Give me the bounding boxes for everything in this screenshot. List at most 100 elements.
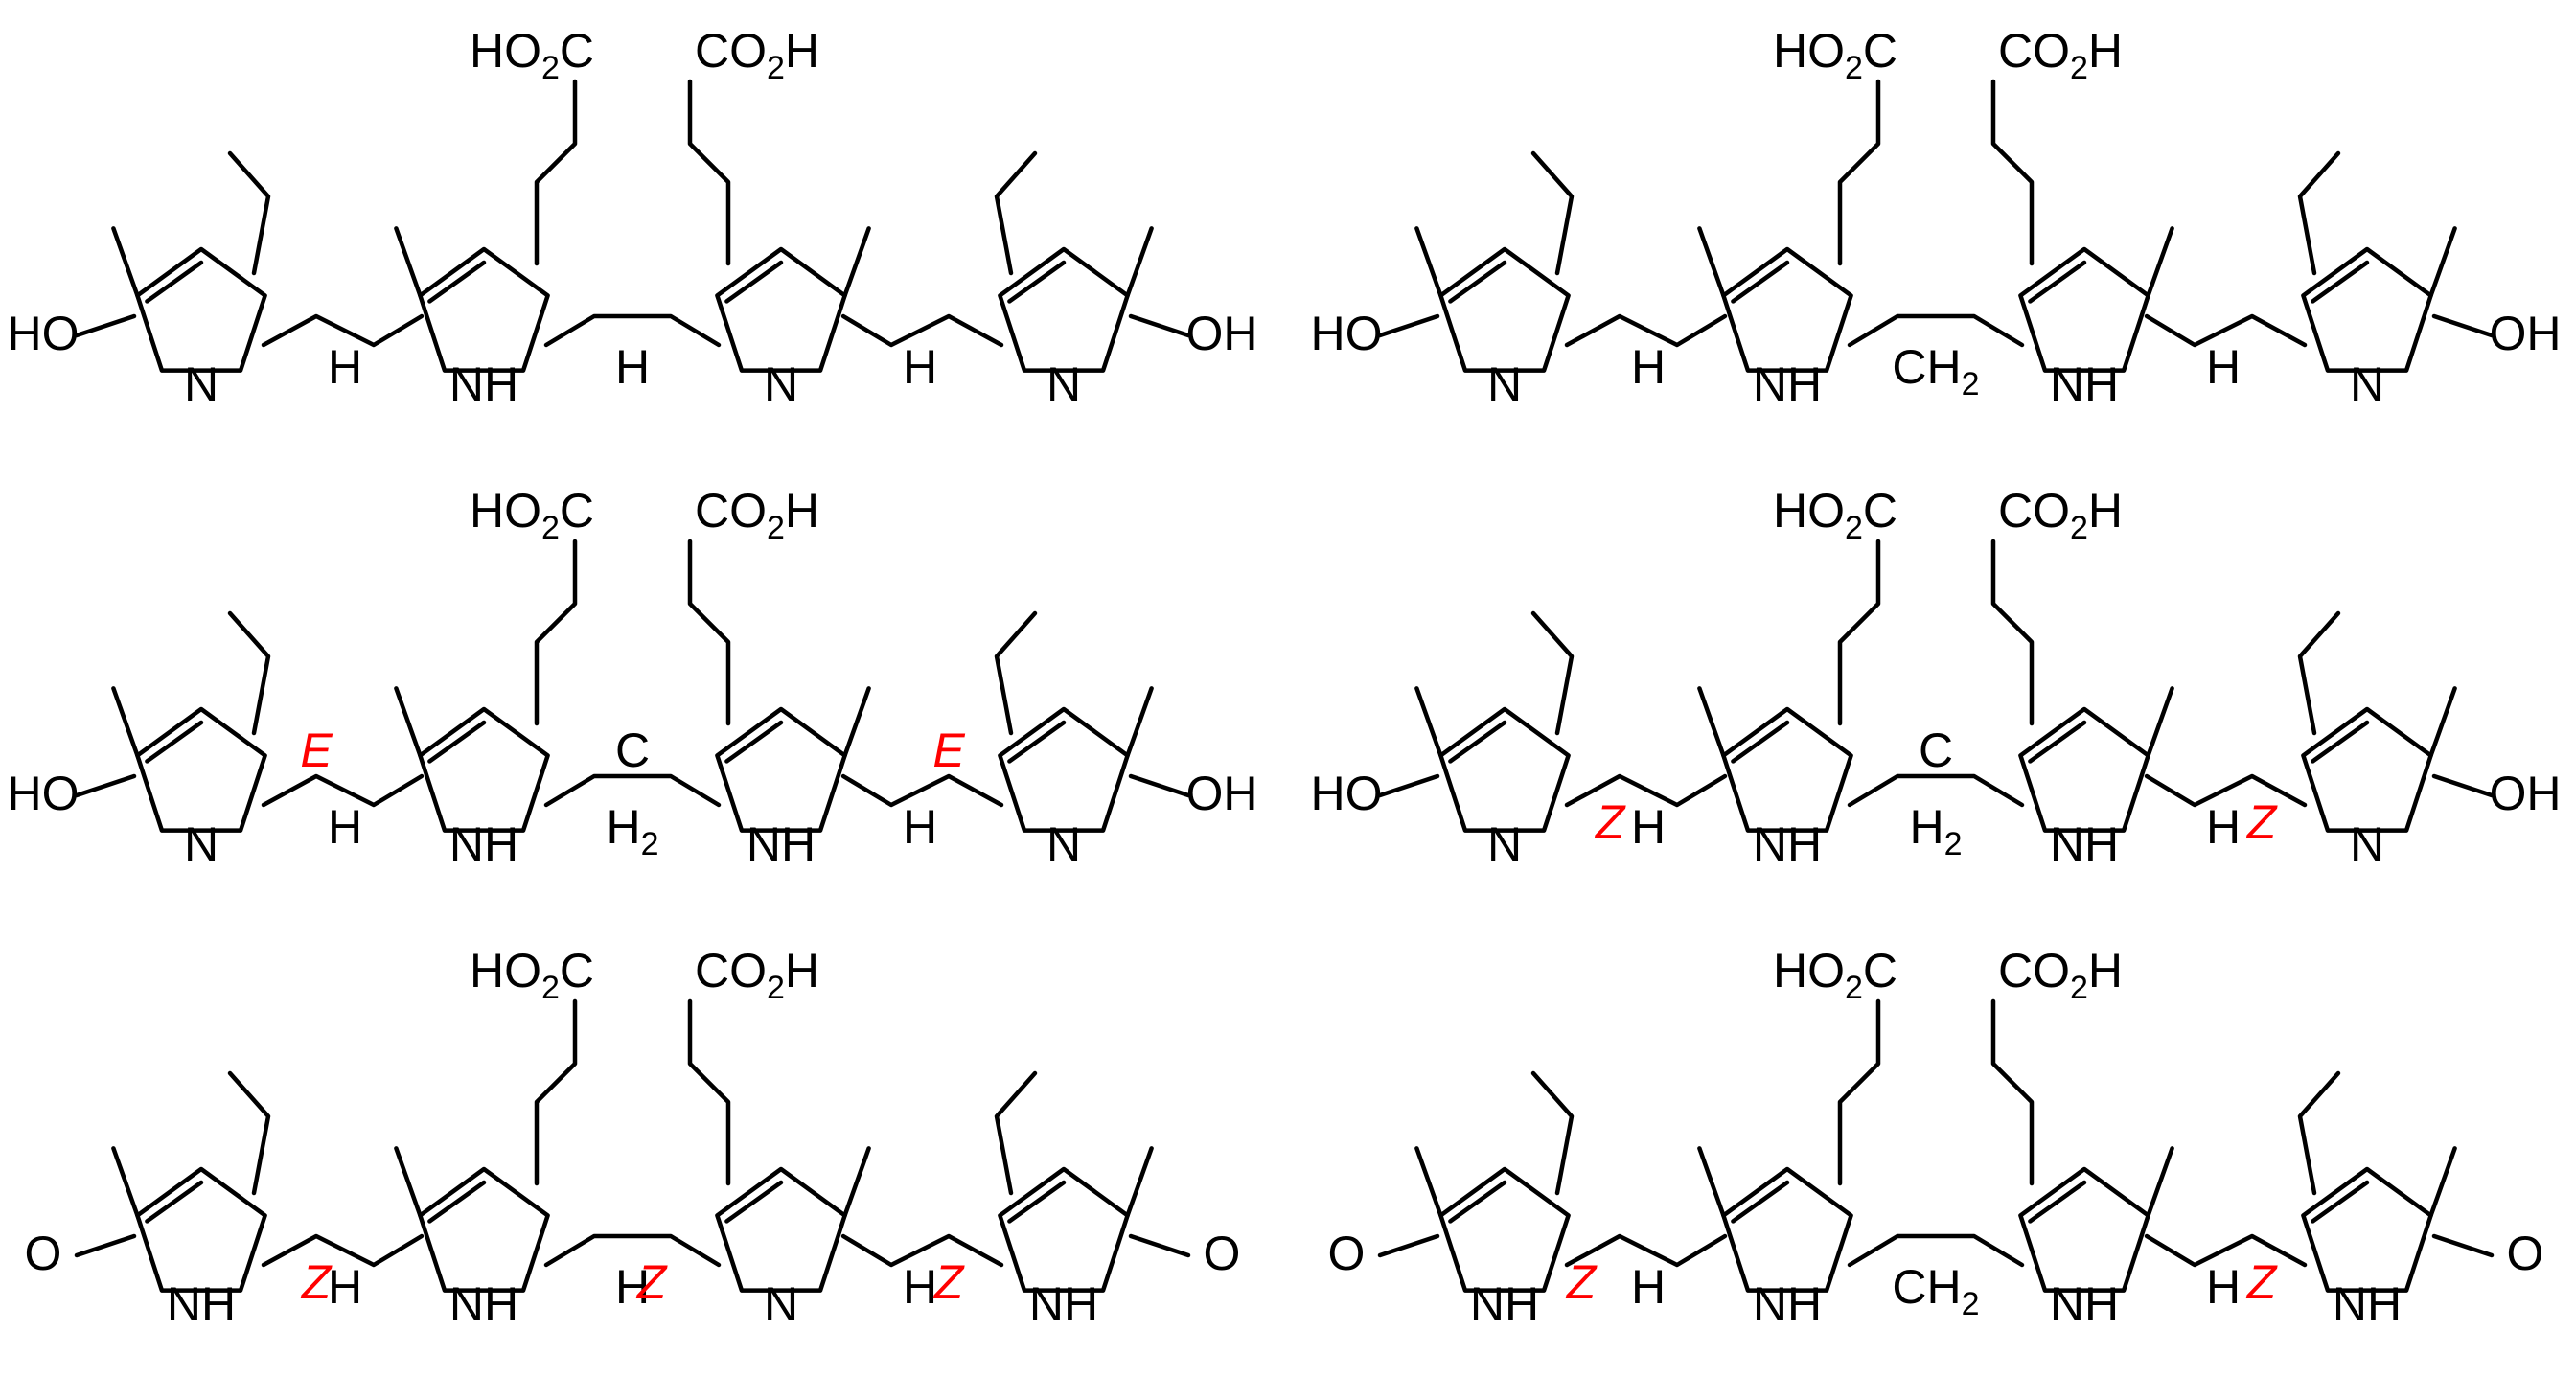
nh-ring-c-label: NH (2050, 817, 2119, 871)
bridge-1 (261, 1233, 425, 1268)
ring-b (1721, 706, 1853, 833)
vinyl-left (227, 610, 271, 736)
propionate-chain-left (534, 79, 578, 266)
vinyl-right (994, 1070, 1038, 1196)
bridge-3 (840, 313, 1004, 348)
methyl-ring-d (2428, 1146, 2457, 1218)
ring-d (2301, 1166, 2433, 1293)
ring-a-double-bond (1448, 720, 1507, 764)
methyl-ring-b (394, 686, 423, 758)
ring-b-double-bond (1731, 720, 1790, 764)
vinyl-right (994, 150, 1038, 276)
ring-d-double-bond (1007, 720, 1067, 764)
nh-ring-a-label: NH (1470, 1277, 1539, 1331)
propionate-chain-right (1990, 998, 2035, 1186)
bridge-3 (2144, 313, 2308, 348)
stereo-descriptor-z: Z (1566, 1255, 1598, 1309)
carboxylic-acid-left-label: HO2C (470, 944, 594, 1006)
ring-c-double-bond (724, 1180, 784, 1224)
nh-ring-c-label: NH (747, 817, 816, 871)
stereo-descriptor-z: Z (636, 1255, 668, 1309)
end-group-right-label: O (1204, 1227, 1241, 1280)
hydroxyl-bond-left (74, 313, 137, 338)
methyl-ring-b (1697, 226, 1726, 298)
bridge-2 (1847, 773, 2025, 808)
methyl-ring-d (1125, 1146, 1154, 1218)
bridge-1 (261, 313, 425, 348)
methyl-ring-d (2428, 226, 2457, 298)
carboxylic-acid-right-label: CO2H (695, 944, 819, 1006)
ring-b-double-bond (427, 1180, 487, 1224)
bridge-3-h-label: H (2206, 800, 2241, 854)
nh-ring-b-label: NH (1753, 1277, 1822, 1331)
nh-ring-d-label: NH (1029, 1277, 1098, 1331)
ring-d (998, 246, 1130, 373)
ring-b-double-bond (1731, 260, 1790, 304)
end-group-right-label: OH (2490, 767, 2562, 820)
propionate-chain-left (534, 998, 578, 1186)
carboxylic-acid-left-label: HO2C (1773, 24, 1898, 86)
ring-d-double-bond (1007, 260, 1067, 304)
bridge-2-c-label: C (615, 723, 650, 777)
n-ring-a-label: N (184, 357, 218, 411)
nh-ring-b-label: NH (449, 357, 518, 411)
carboxylic-acid-right-label: CO2H (1998, 484, 2123, 546)
ring-b-double-bond (427, 260, 487, 304)
ring-d-double-bond (1007, 1180, 1067, 1224)
n-ring-a-label: N (184, 817, 218, 871)
carbonyl-left (1377, 1233, 1440, 1258)
stereo-descriptor-z: Z (933, 1255, 965, 1309)
methyl-ring-d (1125, 226, 1154, 298)
carboxylic-acid-right-label: CO2H (1998, 944, 2123, 1006)
propionate-chain-right (687, 79, 731, 266)
carbonyl-right (1128, 1233, 1191, 1258)
bridge-1-h-label: H (1631, 800, 1666, 854)
methyl-ring-c (2146, 1146, 2174, 1218)
bridge-3-h-label: H (2206, 340, 2241, 394)
vinyl-left (1530, 1070, 1575, 1196)
bridge-3-h-label: H (903, 800, 937, 854)
ring-b (418, 706, 550, 833)
ring-d (2301, 706, 2433, 833)
ring-c (2018, 246, 2150, 373)
ring-a (135, 246, 267, 373)
carboxylic-acid-left-label: HO2C (470, 484, 594, 546)
bridge-1-h-label: H (328, 800, 362, 854)
n-ring-d-label: N (1046, 357, 1081, 411)
n-ring-d-label: N (2350, 357, 2384, 411)
propionate-chain-left (1837, 79, 1881, 266)
bridge-1-h-label: H (328, 1260, 362, 1314)
ring-a-double-bond (145, 260, 204, 304)
stereo-descriptor-e: E (932, 723, 965, 777)
ring-a-double-bond (145, 720, 204, 764)
ring-a-double-bond (1448, 1180, 1507, 1224)
ring-d-double-bond (2311, 1180, 2370, 1224)
ring-b (1721, 1166, 1853, 1293)
nh-ring-a-label: NH (167, 1277, 236, 1331)
ring-a (1438, 246, 1571, 373)
methyl-ring-a (111, 686, 140, 758)
methyl-ring-b (1697, 1146, 1726, 1218)
ring-c-double-bond (2028, 1180, 2087, 1224)
carboxylic-acid-left-label: HO2C (1773, 484, 1898, 546)
hydroxyl-bond-right (2431, 313, 2495, 338)
nh-ring-b-label: NH (449, 1277, 518, 1331)
ring-b-double-bond (427, 720, 487, 764)
n-ring-c-label: N (764, 357, 798, 411)
bridge-2 (543, 773, 722, 808)
vinyl-left (227, 150, 271, 276)
bridge-1-h-label: H (328, 340, 362, 394)
bridge-2-ch2-label: CH2 (1892, 1260, 1979, 1322)
bridge-3 (840, 773, 1004, 808)
ring-c-double-bond (2028, 720, 2087, 764)
carboxylic-acid-right-label: CO2H (695, 484, 819, 546)
end-group-left-label: HO (1311, 307, 1383, 360)
vinyl-right (2297, 1070, 2341, 1196)
ring-d (2301, 246, 2433, 373)
bridge-3 (840, 1233, 1004, 1268)
ring-a (135, 1166, 267, 1293)
bridge-2-h-label: H (615, 1260, 650, 1314)
